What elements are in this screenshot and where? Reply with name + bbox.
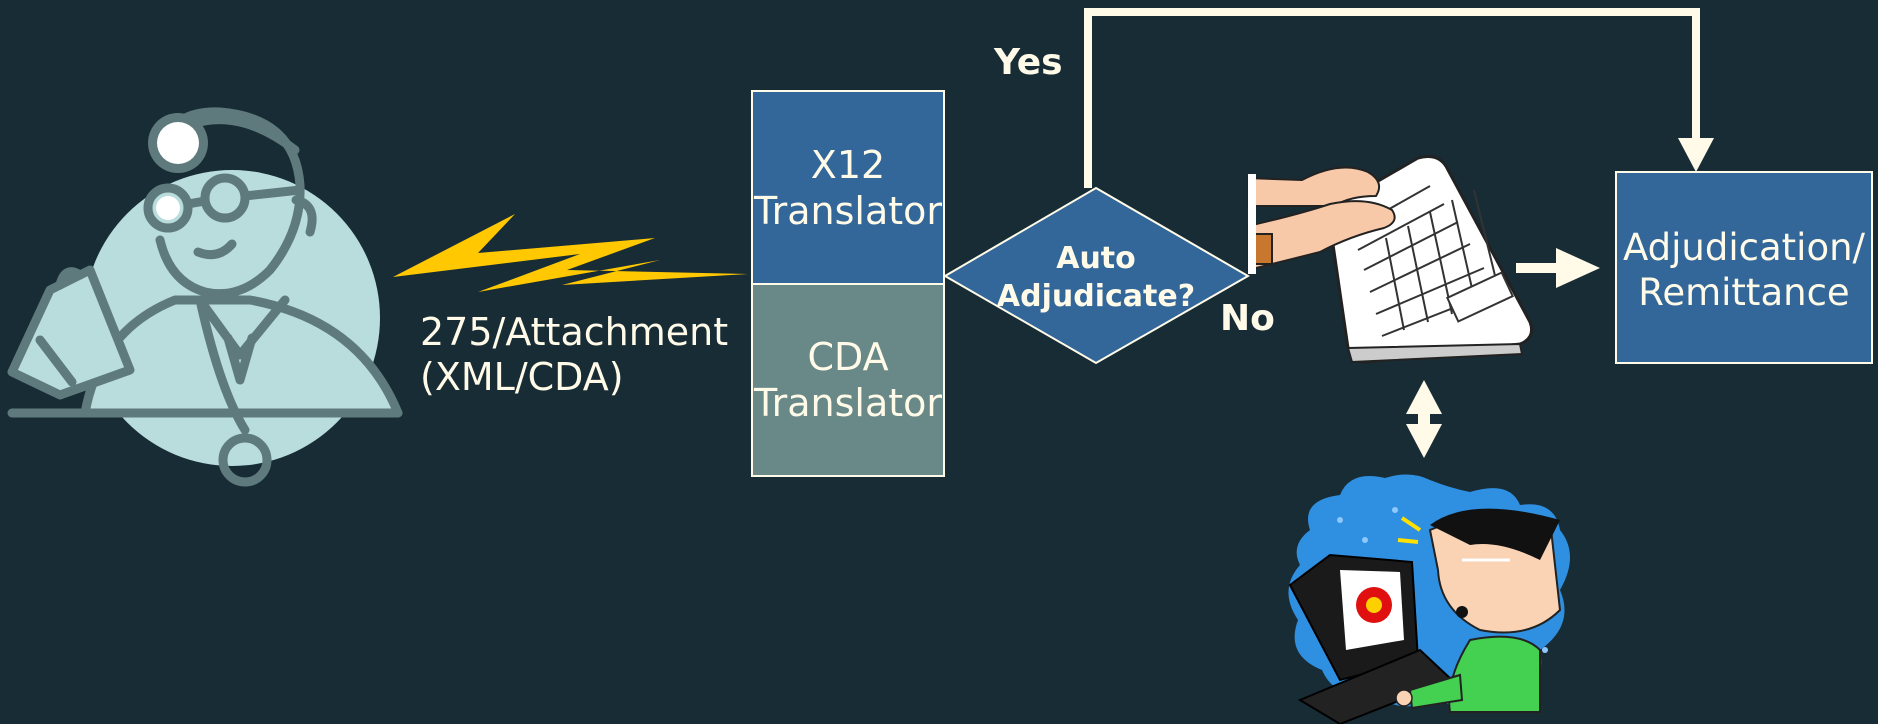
x12-translator-label-line1: X12 — [811, 143, 885, 187]
yes-label: Yes — [993, 42, 1063, 83]
no-label: No — [1220, 298, 1275, 339]
yes-path-arrow — [1084, 8, 1700, 188]
cda-translator-label-line2: Translator — [753, 381, 942, 425]
adjudication-remittance-box: Adjudication/ Remittance — [1615, 171, 1873, 364]
attachment-label-line1: 275/Attachment — [420, 310, 728, 354]
decision-label-line1: Auto — [1056, 241, 1136, 276]
x12-translator-box: X12 Translator — [751, 90, 945, 285]
result-label-line2: Remittance — [1638, 271, 1849, 314]
cda-translator-label-line1: CDA — [807, 335, 888, 379]
decision-label-line2: Adjudicate? — [997, 279, 1195, 314]
x12-translator-label-line2: Translator — [753, 189, 942, 233]
result-label-line1: Adjudication/ — [1623, 226, 1866, 269]
no-path-arrow — [1516, 263, 1556, 273]
person-at-computer-icon — [1288, 474, 1570, 724]
yes-arrowhead — [1678, 138, 1714, 172]
attachment-label-line2: (XML/CDA) — [420, 355, 624, 399]
auto-adjudicate-decision: Auto Adjudicate? — [943, 186, 1251, 365]
cda-translator-box: CDA Translator — [751, 283, 945, 477]
lightning-bolt-icon — [393, 214, 748, 292]
typing-hands-keyboard-icon — [1247, 155, 1534, 364]
doctor-icon — [7, 107, 403, 487]
double-arrow-icon — [1406, 380, 1442, 458]
no-path-arrowhead — [1556, 248, 1600, 288]
